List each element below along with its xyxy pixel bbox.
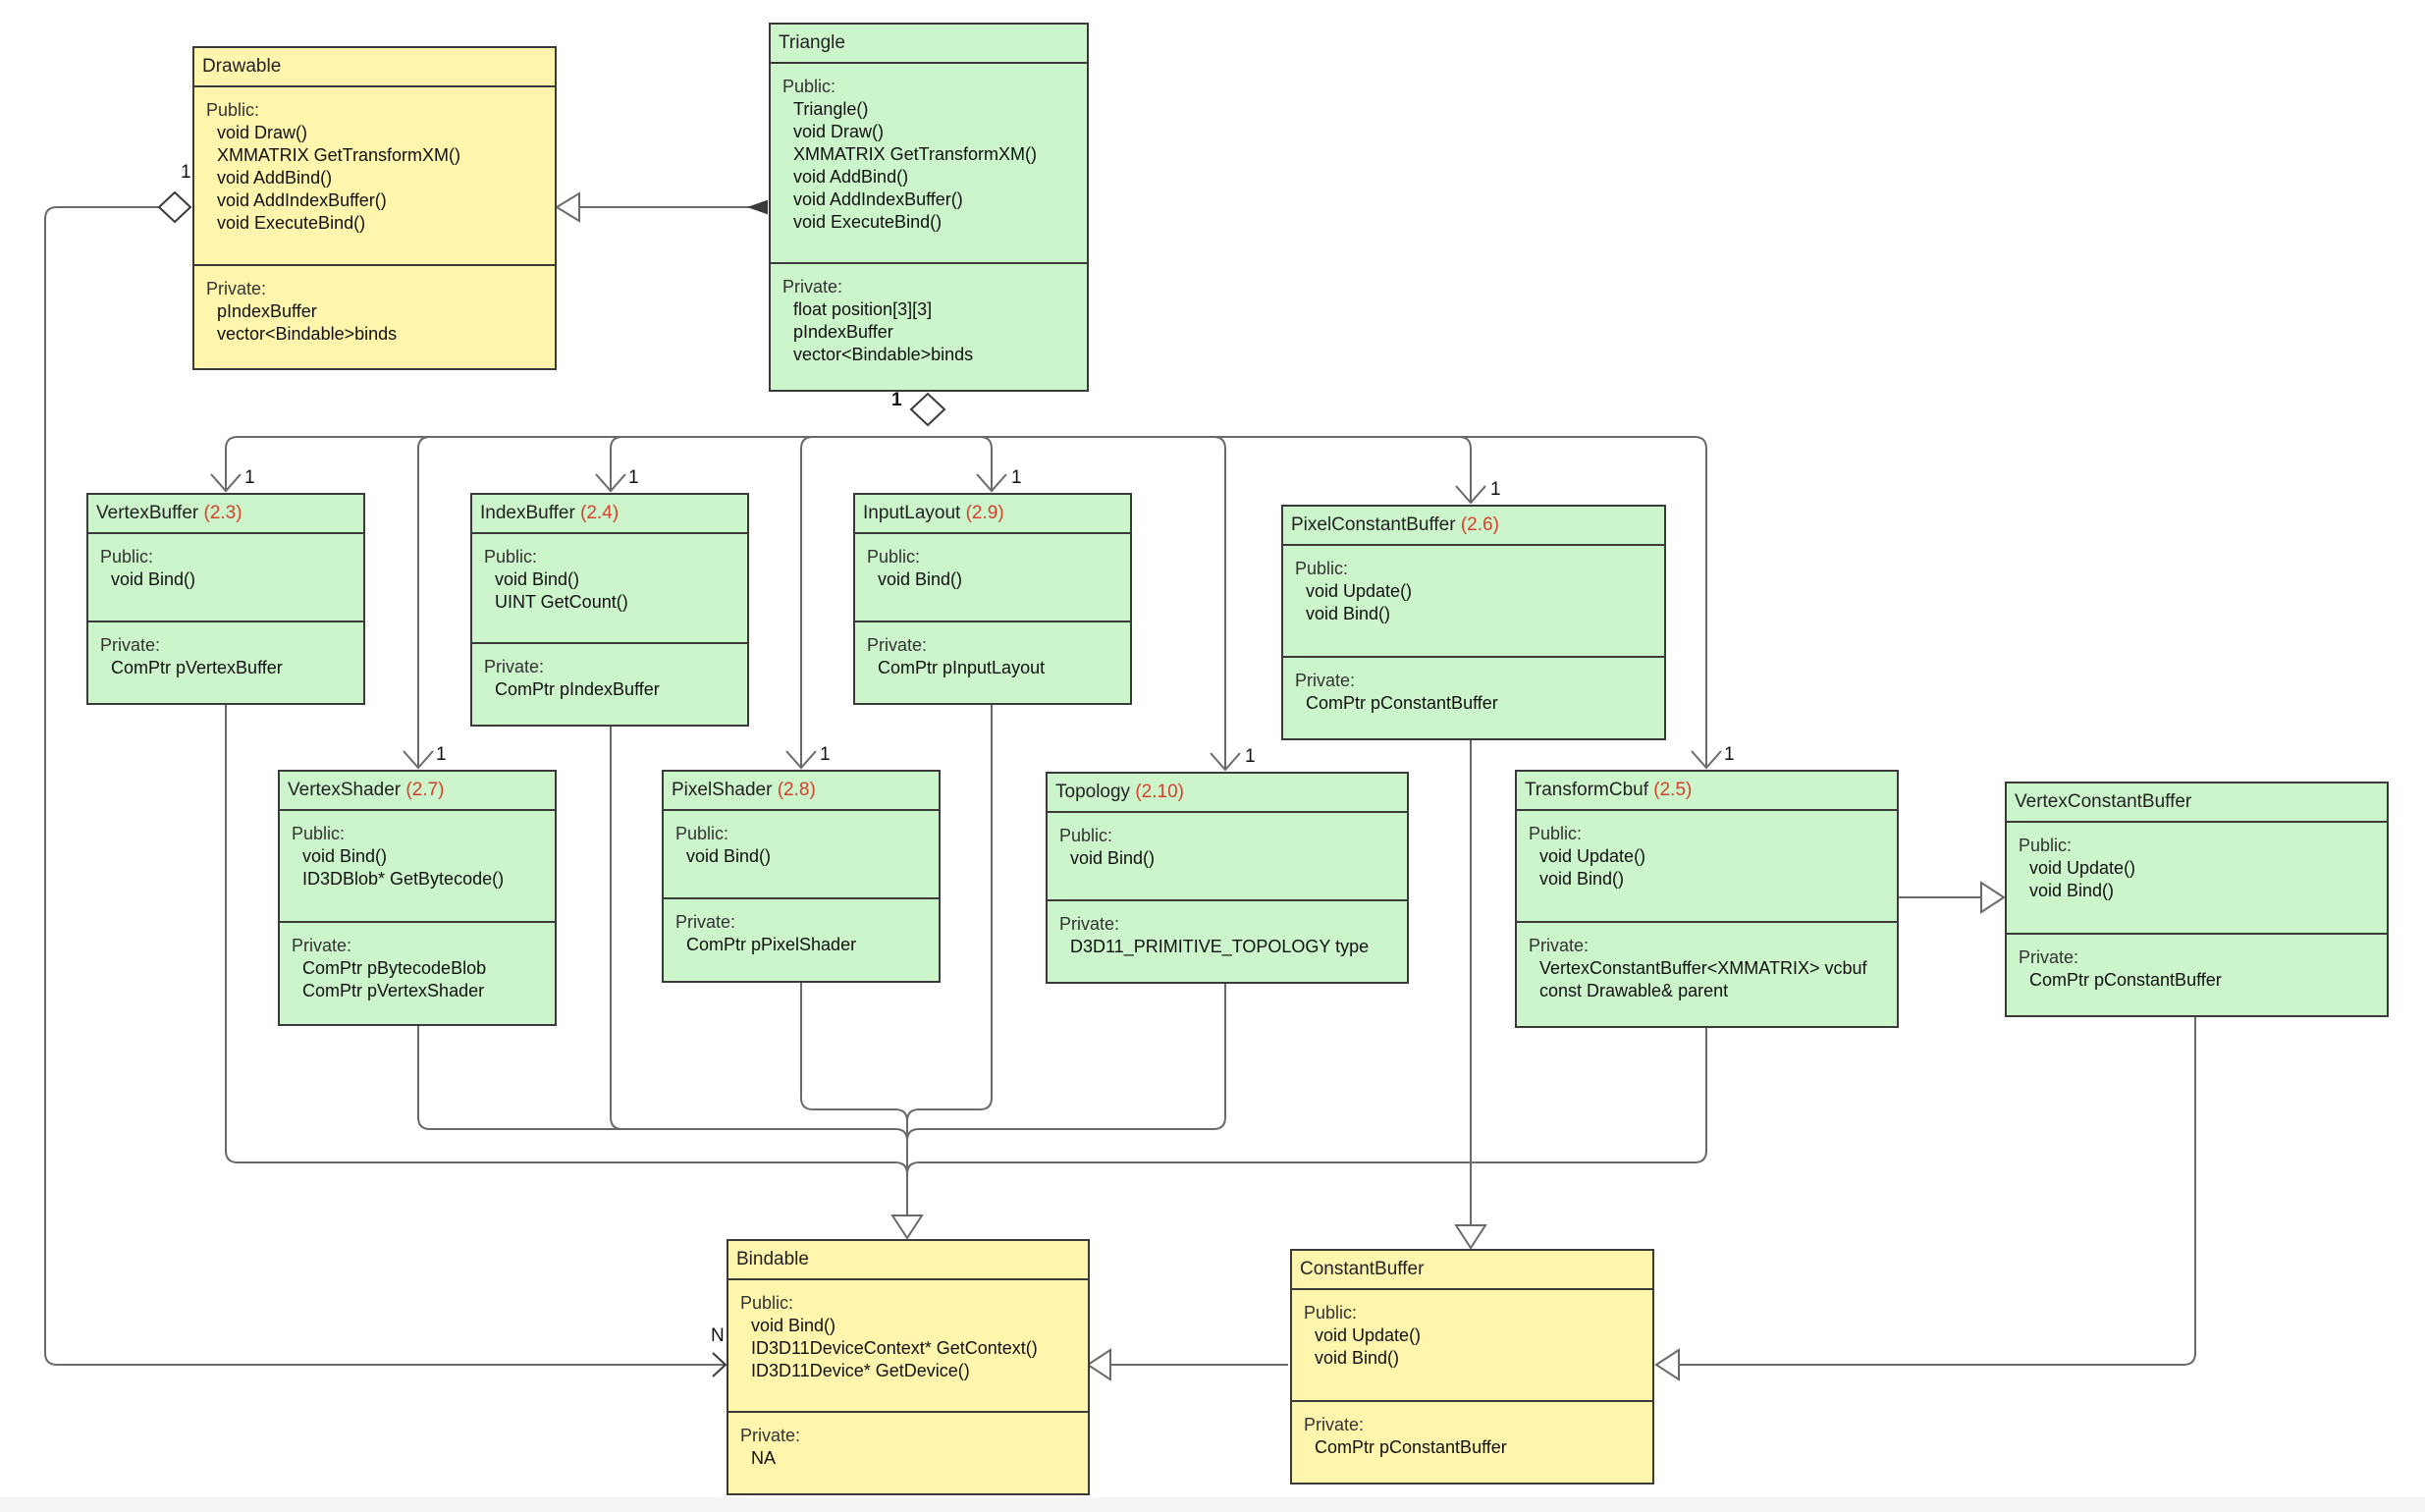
bus-to-vertex-shader <box>417 436 928 768</box>
public-section: Public: void Bind() <box>100 547 196 589</box>
public-section: Public: void Bind() ID3DBlob* GetBytecod… <box>292 824 505 889</box>
bus-to-index-buffer <box>610 436 928 491</box>
multiplicity-transform-cbuf: 1 <box>1724 744 1735 765</box>
public-section: Public: void Bind() <box>1059 826 1156 868</box>
triangle-aggregation-diamond <box>909 392 946 427</box>
multiplicity-vertex-shader: 1 <box>436 744 447 765</box>
class-pixel-constant-buffer[interactable]: PixelConstantBuffer (2.6) Public: void U… <box>1281 505 1666 740</box>
class-title: Topology (2.10) <box>1048 774 1407 813</box>
bindable-side-triangle <box>1086 1348 1111 1381</box>
class-vertex-constant-buffer[interactable]: VertexConstantBuffer Public: void Update… <box>2005 782 2389 1017</box>
input-layout-to-bindable-line <box>906 705 993 1122</box>
private-section: Private: ComPtr pBytecodeBlob ComPtr pVe… <box>280 921 555 1002</box>
class-vertex-shader[interactable]: VertexShader (2.7) Public: void Bind() I… <box>278 770 557 1026</box>
private-section: Private: ComPtr pPixelShader <box>664 897 939 956</box>
vertex-constant-buffer-to-constant-buffer-line <box>1679 1017 2196 1366</box>
class-pixel-shader[interactable]: PixelShader (2.8) Public: void Bind() Pr… <box>662 770 941 983</box>
arrow-topology <box>1210 752 1241 772</box>
private-section: Private: D3D11_PRIMITIVE_TOPOLOGY type <box>1048 899 1407 958</box>
public-section: Public: Triangle() void Draw() XMMATRIX … <box>782 77 1038 232</box>
public-section: Public: void Update() void Bind() <box>1304 1303 1422 1368</box>
multiplicity-pixel-constant-buffer: 1 <box>1490 479 1501 500</box>
private-section: Private: ComPtr pConstantBuffer <box>1292 1400 1652 1459</box>
multiplicity-triangle: 1 <box>891 390 902 410</box>
drawable-generalization-triangle <box>555 191 580 223</box>
multiplicity-vertex-buffer: 1 <box>244 467 255 488</box>
class-vertex-buffer[interactable]: VertexBuffer (2.3) Public: void Bind() P… <box>86 493 365 705</box>
open-arrow-bindable <box>712 1352 728 1377</box>
private-section: Private: NA <box>728 1411 1088 1470</box>
multiplicity-input-layout: 1 <box>1011 467 1022 488</box>
triangle-composition-bus <box>225 436 928 491</box>
bus-to-input-layout <box>928 436 993 491</box>
arrow-index-buffer <box>595 473 626 493</box>
bus-to-transform-cbuf <box>928 436 1707 768</box>
class-title: InputLayout (2.9) <box>855 495 1130 534</box>
multiplicity-topology: 1 <box>1245 746 1256 767</box>
class-title: VertexShader (2.7) <box>280 772 555 811</box>
class-title: PixelShader (2.8) <box>664 772 939 811</box>
multiplicity-bindable: N <box>711 1325 725 1346</box>
class-bindable[interactable]: Bindable Public: void Bind() ID3D11Devic… <box>727 1239 1090 1495</box>
public-section: Public: void Bind() <box>867 547 963 589</box>
vertex-shader-to-bindable-line <box>417 1025 895 1130</box>
constant-buffer-side-triangle <box>1654 1348 1680 1381</box>
drawable-aggregation-diamond <box>157 190 192 224</box>
class-title: ConstantBuffer <box>1292 1251 1652 1290</box>
class-title: TransformCbuf (2.5) <box>1517 772 1897 811</box>
pixel-shader-to-bindable-line <box>800 982 908 1215</box>
class-index-buffer[interactable]: IndexBuffer (2.4) Public: void Bind() UI… <box>470 493 749 727</box>
class-title: Bindable <box>728 1241 1088 1280</box>
arrow-vertex-shader <box>403 750 434 770</box>
class-triangle[interactable]: Triangle Public: Triangle() void Draw() … <box>769 23 1089 392</box>
class-title: Triangle <box>771 25 1087 64</box>
transform-cbuf-to-bindable-line <box>906 1027 1707 1175</box>
class-drawable[interactable]: Drawable Public: void Draw() XMMATRIX Ge… <box>192 46 557 370</box>
public-section: Public: void Bind() <box>675 824 772 866</box>
vertex-constant-buffer-generalization-triangle <box>1980 881 2006 914</box>
multiplicity-index-buffer: 1 <box>628 467 639 488</box>
bus-to-pixel-shader <box>800 436 928 768</box>
private-section: Private: ComPtr pIndexBuffer <box>472 642 747 701</box>
public-section: Public: void Bind() UINT GetCount() <box>484 547 628 612</box>
class-title: VertexConstantBuffer <box>2007 783 2387 823</box>
private-section: Private: ComPtr pVertexBuffer <box>88 621 363 679</box>
class-topology[interactable]: Topology (2.10) Public: void Bind() Priv… <box>1046 772 1409 984</box>
class-title: PixelConstantBuffer (2.6) <box>1283 507 1664 546</box>
arrow-input-layout <box>976 473 1007 493</box>
arrow-pixel-constant-buffer <box>1455 485 1486 505</box>
drawable-bindable-aggregation-line <box>44 206 725 1366</box>
triangle-filled-arrow <box>746 199 768 215</box>
public-section: Public: void Update() void Bind() <box>1295 559 1413 623</box>
arrow-pixel-shader <box>785 750 817 770</box>
class-title: VertexBuffer (2.3) <box>88 495 363 534</box>
class-title: Drawable <box>194 48 555 87</box>
topology-to-bindable-line <box>906 983 1226 1142</box>
class-transform-cbuf[interactable]: TransformCbuf (2.5) Public: void Update(… <box>1515 770 1899 1028</box>
private-section: Private: ComPtr pInputLayout <box>855 621 1130 679</box>
arrow-vertex-buffer <box>210 473 242 493</box>
class-title: IndexBuffer (2.4) <box>472 495 747 534</box>
bottom-strip <box>0 1497 2425 1512</box>
private-section: Private: ComPtr pConstantBuffer <box>1283 656 1664 715</box>
private-section: Private: float position[3][3] pIndexBuff… <box>771 262 1087 366</box>
arrow-transform-cbuf <box>1691 750 1722 770</box>
public-section: Public: void Bind() ID3D11DeviceContext*… <box>740 1293 1038 1380</box>
class-input-layout[interactable]: InputLayout (2.9) Public: void Bind() Pr… <box>853 493 1132 705</box>
bindable-generalization-triangle <box>890 1215 924 1240</box>
private-section: Private: pIndexBuffer vector<Bindable>bi… <box>194 264 555 346</box>
public-section: Public: void Update() void Bind() <box>2019 836 2136 900</box>
private-section: Private: VertexConstantBuffer<XMMATRIX> … <box>1517 921 1897 1002</box>
multiplicity-pixel-shader: 1 <box>820 744 831 765</box>
private-section: Private: ComPtr pConstantBuffer <box>2007 933 2387 992</box>
public-section: Public: void Update() void Bind() <box>1529 824 1646 889</box>
class-constant-buffer[interactable]: ConstantBuffer Public: void Update() voi… <box>1290 1249 1654 1485</box>
constant-buffer-generalization-triangle <box>1454 1224 1487 1250</box>
public-section: Public: void Draw() XMMATRIX GetTransfor… <box>206 100 461 233</box>
multiplicity-drawable: 1 <box>181 162 191 183</box>
